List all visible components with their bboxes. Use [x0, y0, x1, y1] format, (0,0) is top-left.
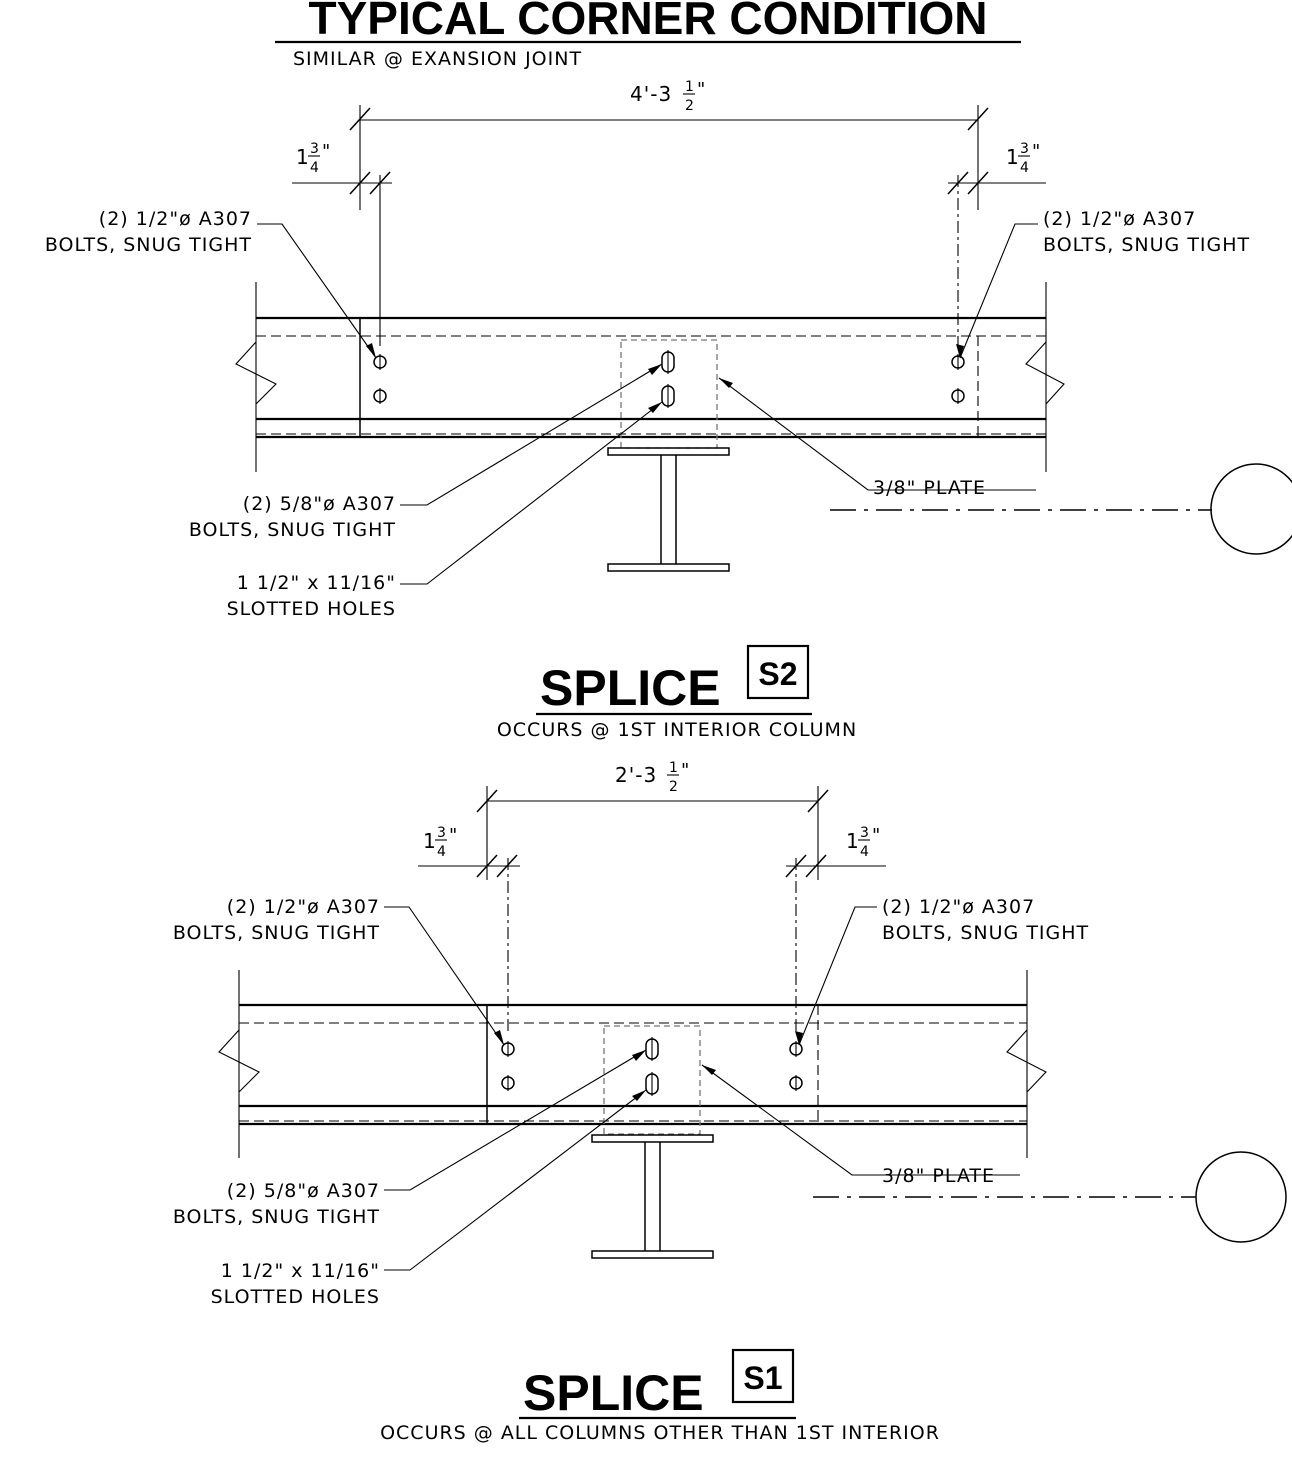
s2-subtitle: OCCURS @ 1ST INTERIOR COLUMN — [497, 719, 857, 741]
svg-text:2: 2 — [685, 98, 695, 114]
s2-dim-right: 1 3 4 " — [785, 825, 886, 878]
svg-text:": " — [1032, 141, 1041, 162]
svg-text:2: 2 — [669, 779, 679, 795]
svg-text:BOLTS, SNUG TIGHT: BOLTS, SNUG TIGHT — [882, 922, 1089, 944]
s2-title-block: SPLICE S2 OCCURS @ 1ST INTERIOR COLUMN — [497, 644, 857, 741]
svg-text:": " — [872, 825, 881, 846]
corner-column-section — [607, 447, 730, 572]
corner-grid-bubble — [1210, 463, 1292, 555]
svg-text:1 1/2" x 11/16": 1 1/2" x 11/16" — [237, 572, 396, 594]
s2-break-left — [218, 1029, 260, 1093]
s2-plate-outline — [603, 1025, 701, 1135]
corner-dim-left: 1 3 4 " — [292, 141, 392, 195]
s2-leaders — [384, 906, 1020, 1271]
corner-dim-right-text: 1 — [1006, 145, 1020, 169]
svg-text:BOLTS, SNUG TIGHT: BOLTS, SNUG TIGHT — [1043, 234, 1250, 256]
svg-text:3: 3 — [1020, 141, 1030, 157]
svg-text:1: 1 — [685, 79, 695, 95]
corner-break-right — [1025, 341, 1065, 405]
corner-bolts — [373, 350, 965, 408]
s2-dim-left: 1 3 4 " — [418, 825, 520, 878]
corner-dim-overall-text: 4'-3 — [630, 82, 672, 106]
svg-text:BOLTS, SNUG TIGHT: BOLTS, SNUG TIGHT — [173, 922, 380, 944]
corner-leaders — [257, 223, 1038, 585]
corner-subtitle: SIMILAR @ EXANSION JOINT — [293, 48, 582, 70]
svg-text:(2) 1/2"ø A307: (2) 1/2"ø A307 — [99, 208, 252, 230]
svg-text:BOLTS, SNUG TIGHT: BOLTS, SNUG TIGHT — [173, 1206, 380, 1228]
s2-bolts — [501, 1037, 803, 1096]
svg-text:": " — [697, 79, 706, 100]
corner-title: TYPICAL CORNER CONDITION — [309, 0, 988, 44]
s2-tag-box — [746, 644, 810, 700]
corner-dim-left-text: 1 — [296, 145, 310, 169]
s2-dim-overall-text: 2'-3 — [615, 763, 657, 787]
s2-dim-overall: 2'-3 1 2 " — [476, 760, 829, 880]
s1-tag: S1 — [743, 1360, 782, 1396]
corner-beam — [235, 282, 1065, 472]
s2-title: SPLICE — [540, 660, 721, 716]
svg-text:3/8" PLATE: 3/8" PLATE — [882, 1165, 995, 1187]
svg-text:SLOTTED HOLES: SLOTTED HOLES — [227, 598, 396, 620]
svg-text:1: 1 — [669, 760, 679, 776]
s2-dim-left-text: 1 — [423, 829, 437, 853]
corner-detail: 4'-3 1 2 " 1 3 4 " 1 3 4 " — [45, 79, 1292, 620]
svg-text:1 1/2" x 11/16": 1 1/2" x 11/16" — [221, 1260, 380, 1282]
s2-dim-right-text: 1 — [846, 829, 860, 853]
s2-beam — [218, 970, 1047, 1158]
s1-subtitle: OCCURS @ ALL COLUMNS OTHER THAN 1ST INTE… — [380, 1422, 940, 1444]
svg-text:4: 4 — [1020, 160, 1030, 176]
s2-tag: S2 — [758, 656, 797, 692]
svg-text:4: 4 — [437, 844, 447, 860]
s1-title-block: SPLICE S1 OCCURS @ ALL COLUMNS OTHER THA… — [380, 1348, 940, 1444]
svg-text:": " — [449, 825, 458, 846]
s2-detail: 2'-3 1 2 " 1 3 4 " 1 3 4 " — [173, 760, 1287, 1308]
svg-text:(2) 5/8"ø A307: (2) 5/8"ø A307 — [227, 1180, 380, 1202]
s1-tag-box — [731, 1348, 795, 1404]
corner-dim-overall: 4'-3 1 2 " — [349, 79, 989, 210]
svg-text:3: 3 — [310, 141, 320, 157]
svg-text:3: 3 — [860, 825, 870, 841]
svg-text:4: 4 — [860, 844, 870, 860]
svg-text:": " — [681, 760, 690, 781]
s2-column-section — [591, 1134, 714, 1259]
corner-plate-outline — [620, 339, 718, 449]
svg-text:3/8" PLATE: 3/8" PLATE — [873, 477, 986, 499]
svg-text:(2) 1/2"ø A307: (2) 1/2"ø A307 — [1043, 208, 1196, 230]
s2-break-right — [1006, 1029, 1047, 1093]
svg-text:SLOTTED HOLES: SLOTTED HOLES — [211, 1286, 380, 1308]
s1-title: SPLICE — [523, 1365, 704, 1421]
svg-text:BOLTS, SNUG TIGHT: BOLTS, SNUG TIGHT — [45, 234, 252, 256]
s2-grid-bubble — [1195, 1151, 1287, 1243]
svg-text:(2) 1/2"ø A307: (2) 1/2"ø A307 — [227, 896, 380, 918]
corner-break-left — [235, 341, 277, 405]
corner-dim-right: 1 3 4 " — [947, 141, 1046, 195]
svg-text:4: 4 — [310, 160, 320, 176]
svg-text:": " — [322, 141, 331, 162]
svg-text:(2) 1/2"ø A307: (2) 1/2"ø A307 — [882, 896, 1035, 918]
svg-text:(2) 5/8"ø A307: (2) 5/8"ø A307 — [243, 493, 396, 515]
corner-title-block: TYPICAL CORNER CONDITION SIMILAR @ EXANS… — [275, 0, 1021, 70]
svg-text:3: 3 — [437, 825, 447, 841]
svg-text:BOLTS, SNUG TIGHT: BOLTS, SNUG TIGHT — [189, 519, 396, 541]
